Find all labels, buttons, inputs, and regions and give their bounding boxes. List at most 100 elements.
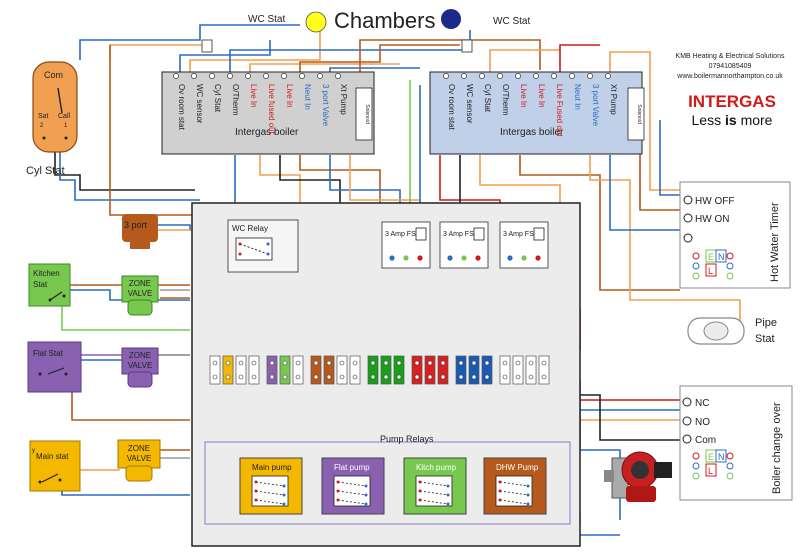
boiler-terminal-label: Neut In xyxy=(573,84,582,110)
cyl-stat-call-num: 1 xyxy=(64,123,68,129)
terminal-block xyxy=(209,355,221,385)
hw-timer-n: N xyxy=(718,252,725,262)
changeover-label: Boiler change over xyxy=(771,402,783,494)
pump-relay-label: Kitch pump xyxy=(416,463,457,472)
pump-relay-label: Main pump xyxy=(252,463,292,472)
boiler-terminal-label: Xt Pump xyxy=(609,84,618,115)
boiler-right-label: Intergas boiler xyxy=(500,127,564,138)
boiler-terminal xyxy=(587,73,593,79)
pump-relay: Main pump xyxy=(239,457,303,515)
terminal-block xyxy=(525,355,537,385)
fuse-block-top-left xyxy=(201,39,213,53)
boiler-terminal xyxy=(335,73,341,79)
zone-valve-main-label: ZONE xyxy=(128,444,150,453)
intergas-logo: INTERGAS Less is more xyxy=(664,92,800,128)
boiler-terminal-label: Live In xyxy=(519,84,528,108)
changeover-n: N xyxy=(718,452,725,462)
fuse-block-top-right xyxy=(461,39,473,53)
changeover-l: L xyxy=(708,466,713,476)
solenoid-right-label: Solenoid xyxy=(636,104,642,124)
main-stat-label: Main stat xyxy=(36,452,69,461)
terminal-block xyxy=(323,355,335,385)
pump-relays-label: Pump Relays xyxy=(380,434,434,444)
boiler-terminal-label: Cyl Stat xyxy=(213,84,222,113)
boiler-terminal-label: Ov room stat xyxy=(177,84,186,131)
company-info: KMB Heating & Electrical Solutions 07941… xyxy=(661,52,799,82)
changeover-e: E xyxy=(708,452,714,462)
zone-valve-flat-label-2: VALVE xyxy=(128,361,153,370)
zone-valve-main-label-2: VALVE xyxy=(127,454,152,463)
pipe-stat-label-1: Pipe xyxy=(755,317,777,329)
terminal-block xyxy=(538,355,550,385)
terminal-strip xyxy=(209,355,550,385)
terminal-block xyxy=(367,355,379,385)
hot-water-timer: HW OFF HW ON E N L Hot Water Timer xyxy=(679,181,791,289)
wc-stat-left-label: WC Stat xyxy=(248,14,285,25)
cyl-stat-label: Cyl Stat xyxy=(26,165,65,177)
changeover-no: NO xyxy=(695,417,710,428)
kitchen-stat-label-1: Kitchen xyxy=(33,269,60,278)
boiler-terminal xyxy=(497,73,503,79)
boiler-terminal-label: Live Fused out xyxy=(555,84,564,137)
boiler-terminal xyxy=(281,73,287,79)
flat-stat-label: Flat Stat xyxy=(33,349,64,358)
fused-spur-label: 3 Amp FS xyxy=(385,231,416,238)
pump-relay: Kitch pump xyxy=(403,457,467,515)
boiler-terminal xyxy=(173,73,179,79)
zone-valve-kitchen: ZONE VALVE xyxy=(121,275,159,316)
wc-relay: WC Relay xyxy=(227,219,299,273)
solenoid-left xyxy=(355,87,373,141)
fused-spur: 3 Amp FS xyxy=(381,221,431,269)
logo-tagline: Less is more xyxy=(691,112,773,128)
terminal-block xyxy=(411,355,423,385)
company-name: KMB Heating & Electrical Solutions xyxy=(675,53,785,60)
pump-relay: Flat pump xyxy=(321,457,385,515)
terminal-block xyxy=(310,355,322,385)
fused-spurs: 3 Amp FS 3 Amp FS 3 Amp FS xyxy=(381,221,549,269)
boiler-terminal xyxy=(227,73,233,79)
solenoid-left-label: Solenoid xyxy=(364,104,370,124)
terminal-block xyxy=(499,355,511,385)
hw-off-label: HW OFF xyxy=(695,196,734,207)
cyl-stat-sat-num: 2 xyxy=(40,123,44,129)
terminal-block xyxy=(222,355,234,385)
terminal-block xyxy=(235,355,247,385)
boiler-terminal xyxy=(551,73,557,79)
zone-valve-flat-label: ZONE xyxy=(129,351,151,360)
boiler-terminal xyxy=(245,73,251,79)
fused-spur: 3 Amp FS xyxy=(499,221,549,269)
zone-valve-kitchen-label: ZONE xyxy=(129,279,151,288)
boiler-terminal xyxy=(191,73,197,79)
kitchen-stat: Kitchen Stat xyxy=(28,263,71,307)
wc-stat-right-label: WC Stat xyxy=(493,16,530,27)
changeover-nc: NC xyxy=(695,398,709,409)
page-title: Chambers xyxy=(334,8,436,33)
company-website: www.boilermannorthampton.co.uk xyxy=(677,73,783,80)
boiler-terminal-label: Live fused out xyxy=(267,84,276,135)
kitchen-stat-label-2: Stat xyxy=(33,280,48,289)
fused-spur: 3 Amp FS xyxy=(439,221,489,269)
solenoid-right xyxy=(627,87,645,141)
terminal-block xyxy=(380,355,392,385)
wc-stat-left: WC Stat xyxy=(248,11,327,33)
wc-stat-blue-dot xyxy=(441,9,461,29)
pipe-stat-label-2: Stat xyxy=(755,333,775,345)
boiler-terminal-label: 3 port Valve xyxy=(591,84,600,127)
boiler-terminal xyxy=(515,73,521,79)
terminal-block xyxy=(455,355,467,385)
wc-relay-label: WC Relay xyxy=(232,224,268,233)
boiler-terminal-label: Xt Pump xyxy=(339,84,348,115)
hw-on-label: HW ON xyxy=(695,214,729,225)
fused-spur-label: 3 Amp FS xyxy=(503,231,534,238)
pump-relay-label: DHW Pump xyxy=(496,463,539,472)
boiler-left-label: Intergas boiler xyxy=(235,127,299,138)
terminal-block xyxy=(437,355,449,385)
terminal-block xyxy=(512,355,524,385)
logo-brand: INTERGAS xyxy=(688,92,776,111)
terminal-block xyxy=(266,355,278,385)
boiler-terminal-label: Cyl Stat xyxy=(483,84,492,113)
terminal-block xyxy=(468,355,480,385)
boiler-terminal-label: 3 port Valve xyxy=(321,84,330,127)
